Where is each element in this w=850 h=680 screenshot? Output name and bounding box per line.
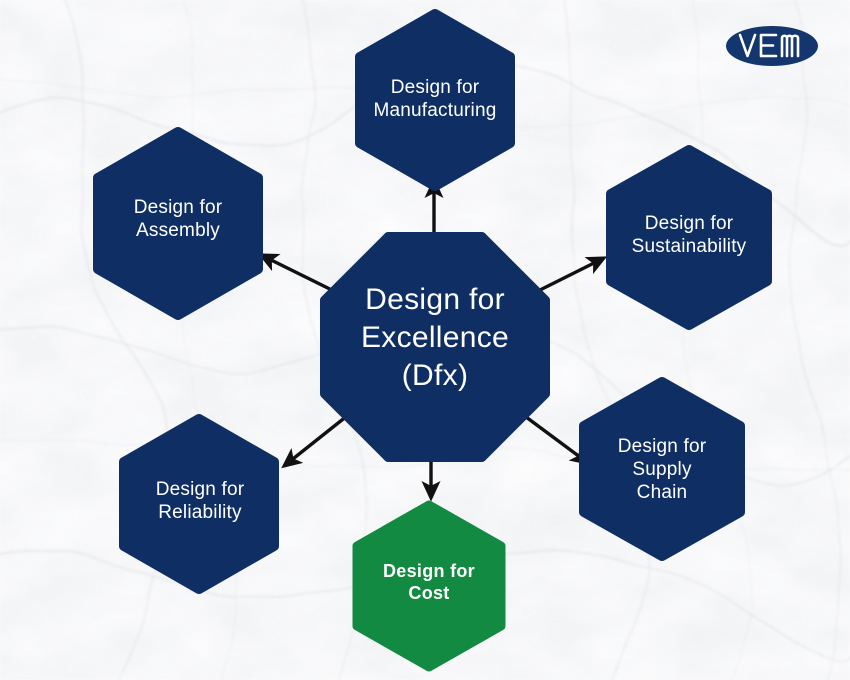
node-design-for-supply-chain[interactable] (584, 382, 740, 556)
node-design-for-manufacturing[interactable] (360, 14, 510, 186)
shape-design-for-reliability[interactable] (119, 414, 279, 594)
center-shape-group (320, 232, 550, 462)
node-design-for-excellence[interactable] (324, 236, 546, 458)
node-design-for-reliability[interactable] (124, 419, 274, 589)
logo-wordmark (738, 33, 800, 58)
node-design-for-sustainability[interactable] (611, 150, 767, 325)
arrow-to-supply-chain (520, 412, 591, 466)
vem-logo[interactable] (724, 22, 820, 70)
arrow-to-reliability (281, 410, 354, 469)
node-design-for-assembly[interactable] (98, 132, 258, 315)
shape-design-for-cost[interactable] (352, 500, 506, 672)
node-design-for-cost[interactable] (357, 505, 501, 667)
shape-design-for-supply-chain[interactable] (579, 377, 745, 561)
spoke-shapes (93, 9, 772, 672)
shape-design-for-excellence[interactable] (320, 232, 550, 462)
shape-design-for-manufacturing[interactable] (355, 9, 515, 191)
shape-design-for-assembly[interactable] (93, 127, 263, 320)
shape-design-for-sustainability[interactable] (606, 145, 772, 330)
